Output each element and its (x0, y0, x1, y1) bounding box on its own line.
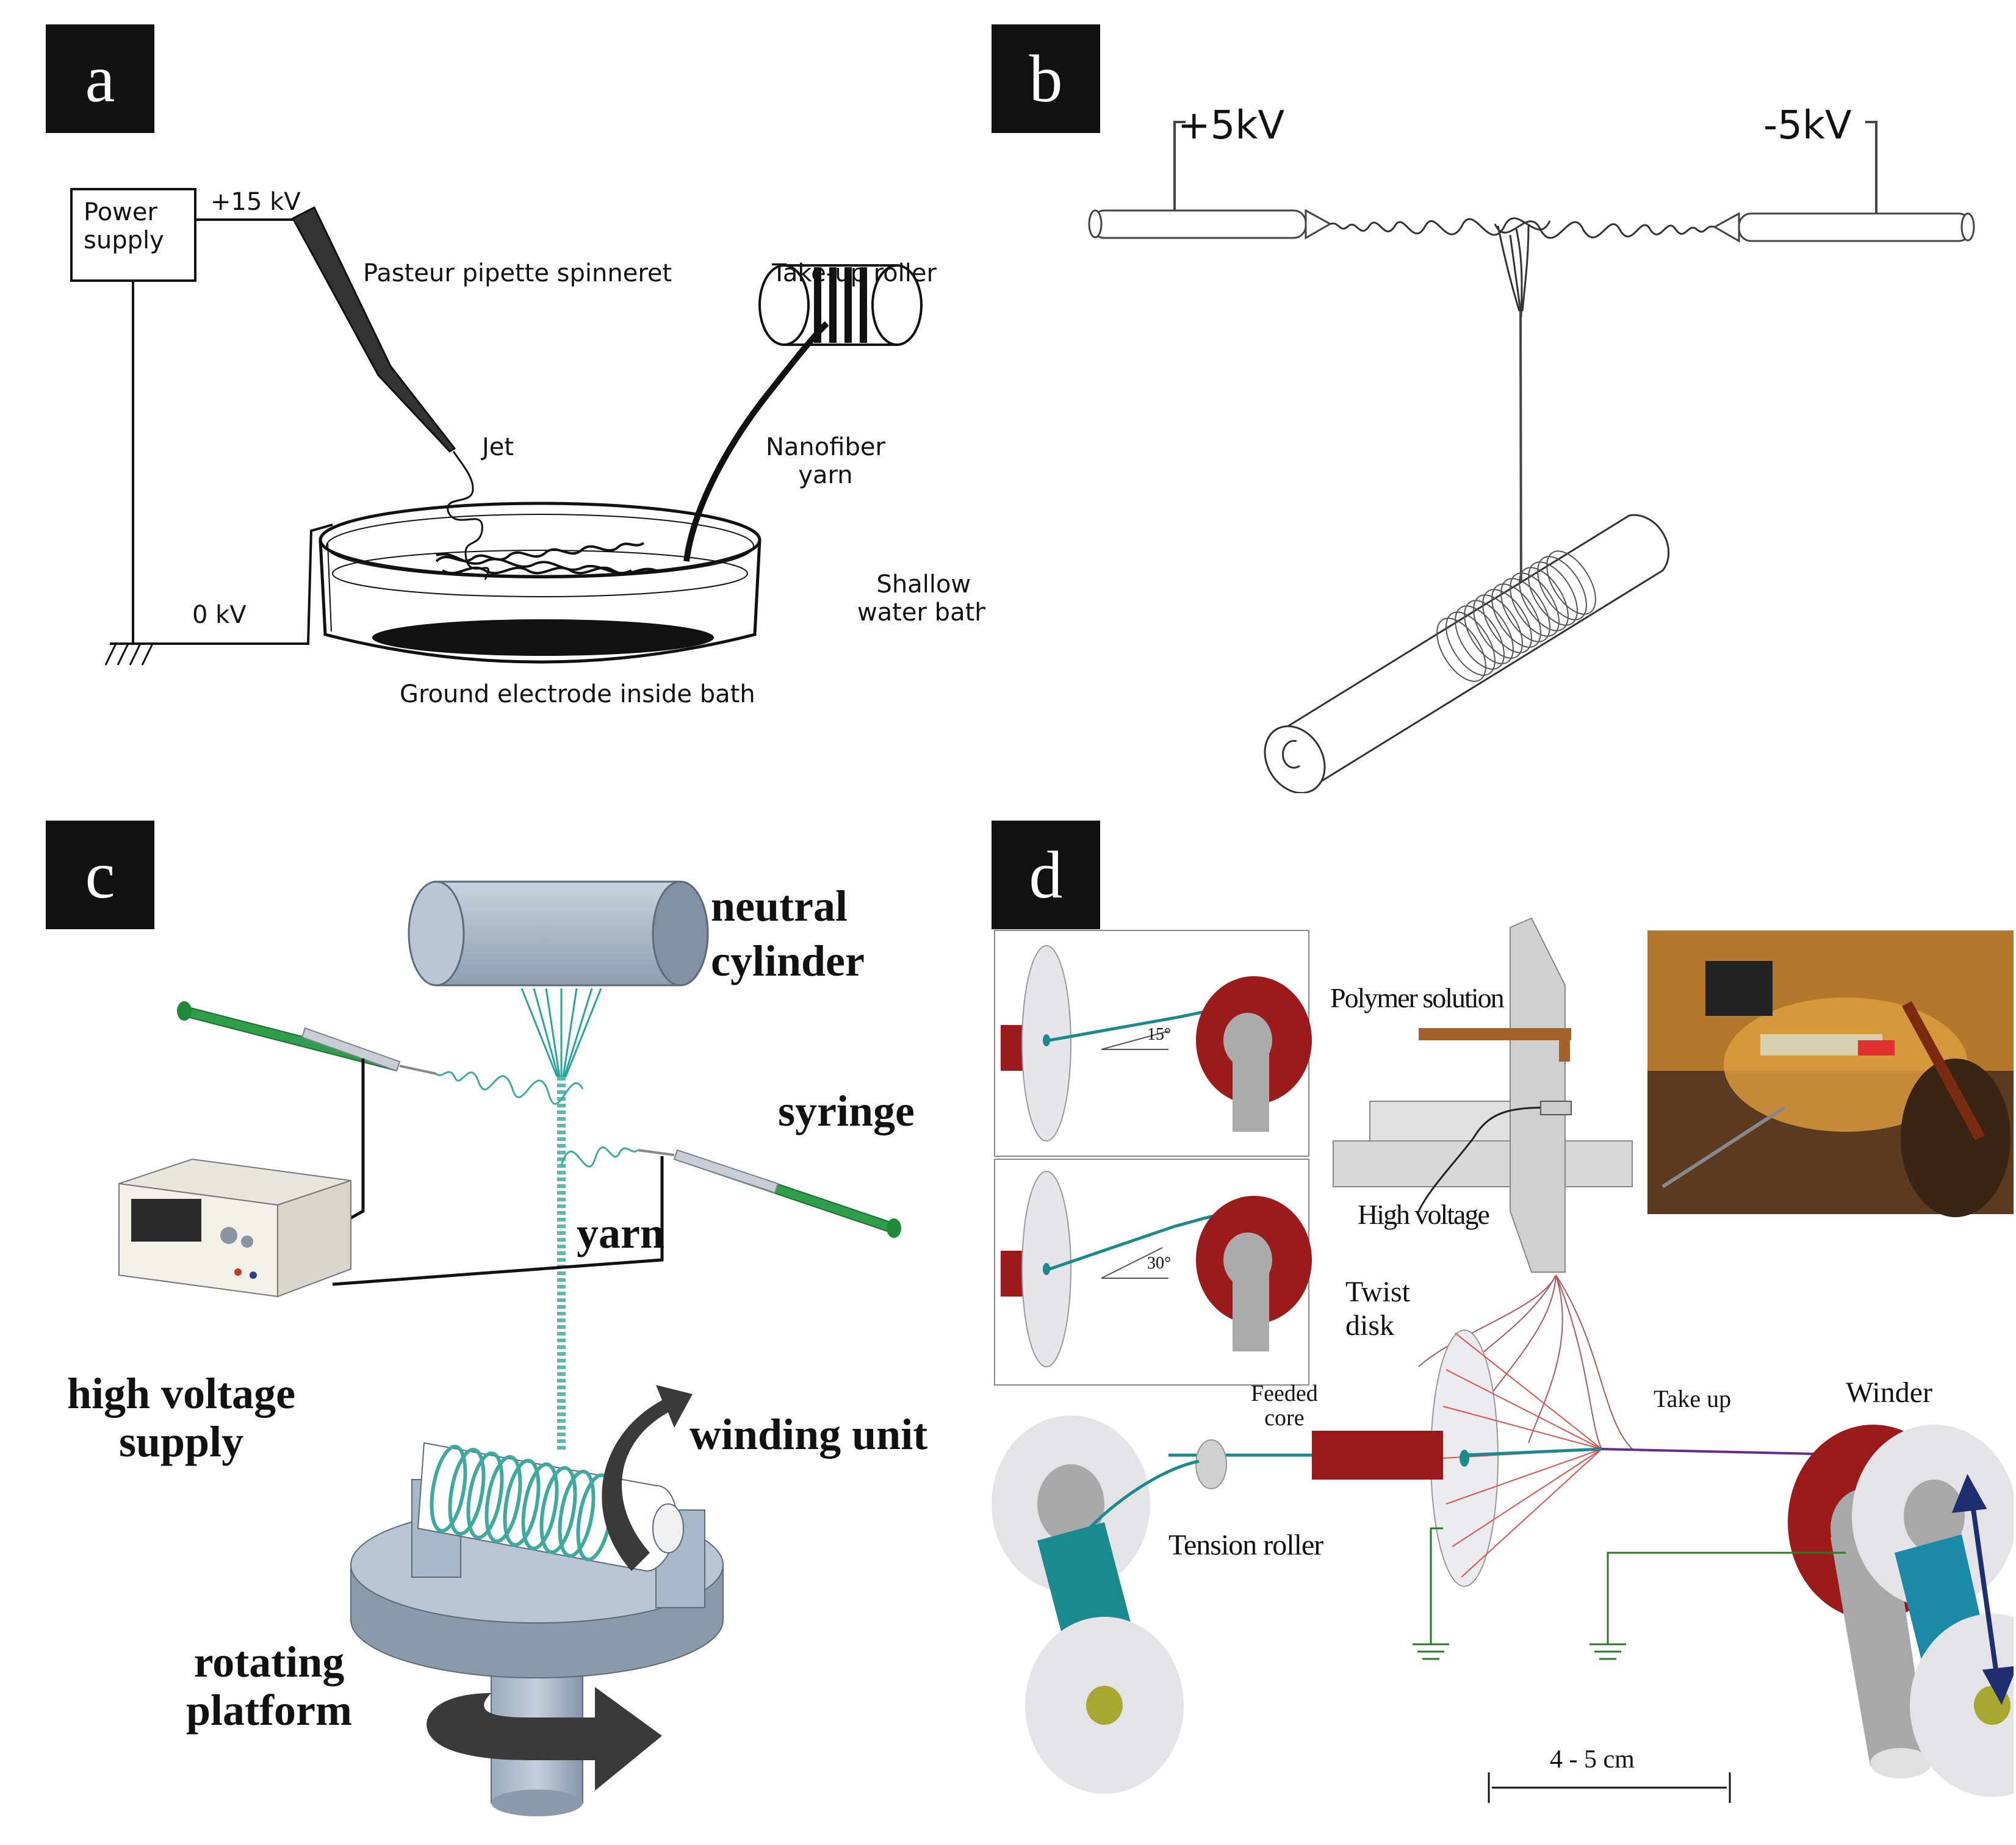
panel-b: b (992, 24, 2011, 793)
collector-windings (1436, 550, 1596, 682)
neutral-cylinder-end (652, 880, 709, 987)
traverse-double-arrow-icon (1951, 1473, 2014, 1705)
twist-disk (1430, 1329, 1602, 1587)
ground-hatch (104, 643, 117, 666)
distance-bar (1488, 1772, 1731, 1803)
collector-cylinder (1276, 514, 1670, 789)
polymer-solution-label: Polymer solution (1330, 982, 1505, 1013)
water-surface (332, 550, 748, 597)
take-up-label: Take up (1654, 1385, 1732, 1412)
platform-rotation-arrow-icon (427, 1687, 662, 1791)
ground-symbols (1413, 1527, 1846, 1660)
panel-label-a: a (46, 24, 154, 133)
spinneret-stand (1333, 917, 1633, 1273)
fiber-cone (1497, 225, 1530, 318)
angle-15-label: 15° (1147, 1025, 1172, 1044)
apparatus-photo (1647, 930, 2014, 1217)
right-syringe (637, 1149, 901, 1238)
nanofiber-yarn (683, 321, 829, 562)
right-electrode-wire (1865, 121, 1877, 214)
high-voltage-supply-label: high voltage supply (67, 1369, 296, 1467)
left-spiral-jet (435, 1071, 584, 1105)
power-supply-box (70, 188, 196, 282)
tension-roller (1195, 1439, 1227, 1489)
right-needle (1738, 212, 1972, 242)
ground-wire (132, 281, 333, 645)
dish-body (319, 539, 761, 664)
take-up-roller (784, 264, 897, 346)
nanofiber-yarn-label: Nanofiber yarn (766, 433, 885, 489)
power-supply-label: Power supply (84, 198, 164, 254)
winding-unit-label: winding unit (689, 1410, 928, 1459)
panel-d: d (992, 821, 2014, 1833)
water-bath-label: Shallow water bath (857, 570, 985, 627)
high-voltage-supply-box (118, 1158, 351, 1298)
winder (1852, 1425, 2014, 1797)
left-electrode-wire (1173, 121, 1186, 210)
positive-voltage-label: +5kV (1178, 103, 1285, 148)
fiber-bundle (1418, 1275, 1633, 1450)
right-spiral-jet (560, 1146, 639, 1168)
high-voltage-wire (1417, 1106, 1566, 1212)
panel-b-drawing (1088, 121, 1975, 793)
collector-end (1264, 725, 1326, 793)
left-syringe (177, 1001, 437, 1075)
take-up-roller-label: Take-up roller (772, 259, 937, 287)
inset-15-degree (994, 930, 1312, 1157)
ground-electrode (372, 619, 714, 656)
panel-label-c: c (46, 821, 154, 929)
syringe-label: syringe (778, 1087, 915, 1135)
feeded-core (1312, 1431, 1443, 1480)
high-voltage-label: High voltage (1358, 1199, 1490, 1230)
right-syringe-wire (332, 1156, 664, 1286)
inset-30-degree (994, 1159, 1312, 1386)
feeded-core-label: Feeded core (1251, 1381, 1318, 1431)
spinneret-label: Pasteur pipette spinneret (363, 259, 672, 287)
jet-label: Jet (482, 433, 514, 461)
supply-bobbin (992, 1415, 1200, 1794)
fiber-mat (435, 542, 657, 575)
high-voltage-wire (195, 215, 309, 221)
panel-c-drawing (118, 880, 901, 1816)
ground-electrode-label: Ground electrode inside bath (400, 680, 755, 708)
negative-voltage-label: -5kV (1763, 103, 1852, 148)
right-spiral-jet (1494, 220, 1715, 239)
left-spiral-jet (1330, 217, 1551, 236)
neutral-cylinder-label: neutral cylinder (711, 882, 865, 985)
panel-a: a Power supply +15 k (46, 24, 985, 769)
rotating-platform-label: rotating platform (186, 1638, 352, 1735)
pipette-spinneret (291, 206, 456, 453)
panel-label-b: b (992, 24, 1100, 133)
yarn-label: yarn (577, 1209, 664, 1257)
twist-disk-label: Twist disk (1345, 1276, 1410, 1342)
voltage-zero-label: 0 kV (192, 601, 247, 629)
panel-label-d: d (992, 821, 1100, 929)
panel-c: c (46, 821, 985, 1833)
panel-a-drawing (70, 188, 923, 666)
winding-arrow-icon (602, 1385, 693, 1571)
distance-label: 4 - 5 cm (1550, 1746, 1635, 1774)
tension-roller-label: Tension roller (1168, 1529, 1323, 1561)
left-needle (1091, 209, 1307, 239)
panel-d-drawing (992, 917, 2014, 1803)
fiber-fan (520, 988, 602, 1077)
voltage-high-label: +15 kV (211, 188, 301, 216)
angle-30-label: 30° (1147, 1254, 1172, 1273)
winder-label: Winder (1846, 1376, 1933, 1409)
